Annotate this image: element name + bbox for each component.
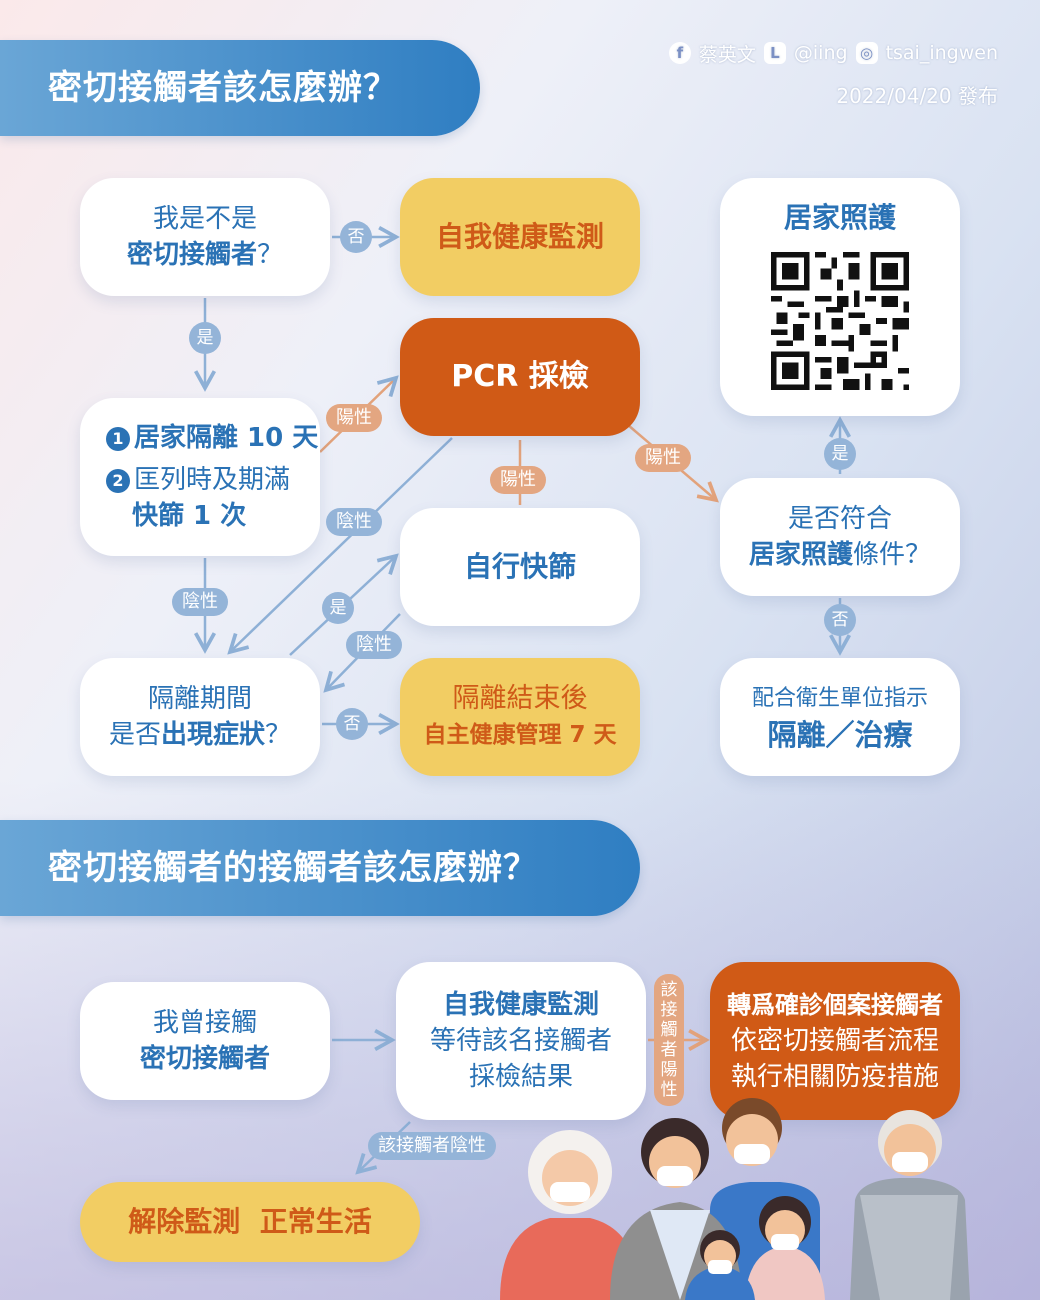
label-positive-1: 陽性 bbox=[326, 404, 382, 432]
label-negative-2: 陰性 bbox=[172, 588, 228, 616]
label-negative-3: 陰性 bbox=[346, 631, 402, 659]
box-home-care: 居家照護 bbox=[720, 178, 960, 416]
eligible-line-1: 是否符合 bbox=[787, 504, 892, 534]
grandpa-figure bbox=[850, 1110, 970, 1300]
line-id: @iing bbox=[793, 42, 848, 64]
box-convert: 轉爲確診個案接觸者 依密切接觸者流程 執行相關防疫措施 bbox=[710, 962, 960, 1120]
label-yes-3: 是 bbox=[824, 438, 856, 470]
convert-line-3: 執行相關防疫措施 bbox=[730, 1062, 939, 1092]
convert-line-1: 轉爲確診個案接觸者 bbox=[727, 991, 943, 1019]
follow-line-1: 配合衛生單位指示 bbox=[751, 686, 928, 711]
facebook-name: 蔡英文 bbox=[698, 43, 756, 66]
number-2-icon: 2 bbox=[106, 468, 130, 493]
box-i-contacted: 我曾接觸 密切接觸者 bbox=[80, 982, 330, 1100]
box-wait-result: 自我健康監測 等待該名接觸者 採檢結果 bbox=[396, 962, 646, 1120]
instagram-id: tsai_ingwen bbox=[885, 42, 998, 64]
boy-figure bbox=[685, 1230, 755, 1300]
facebook-icon: f bbox=[668, 42, 691, 64]
instagram-icon: ◎ bbox=[855, 42, 878, 64]
family-illustration bbox=[500, 1098, 970, 1300]
vlabel-char: 觸 bbox=[660, 1020, 678, 1040]
wait-line-3: 採檢結果 bbox=[468, 1062, 573, 1092]
symptoms-line-2c: ？ bbox=[265, 720, 292, 750]
contact-line-2: 密切接觸者 bbox=[139, 1044, 270, 1074]
self-test-text: 自行快篩 bbox=[463, 550, 576, 583]
wait-line-1: 自我健康監測 bbox=[442, 990, 599, 1020]
home-care-title: 居家照護 bbox=[783, 201, 896, 234]
convert-line-2: 依密切接觸者流程 bbox=[730, 1026, 939, 1056]
wait-line-2: 等待該名接觸者 bbox=[429, 1026, 612, 1056]
after-line-1: 隔離結束後 bbox=[452, 683, 588, 714]
girl-figure bbox=[745, 1196, 825, 1300]
symptoms-line-2a: 是否 bbox=[108, 720, 161, 750]
box-self-monitor: 自我健康監測 bbox=[400, 178, 640, 296]
label-yes-2: 是 bbox=[322, 592, 354, 624]
box-symptoms: 隔離期間 是否出現症狀？ bbox=[80, 658, 320, 776]
box-follow-instructions: 配合衛生單位指示 隔離／治療 bbox=[720, 658, 960, 776]
quarantine-item-2b: 快篩 1 次 bbox=[132, 501, 247, 531]
label-negative-1: 陰性 bbox=[326, 508, 382, 536]
title-1: 密切接觸者該怎麼辦？ bbox=[48, 68, 398, 108]
title-banner-2: 密切接觸者的接觸者該怎麼辦？ bbox=[0, 820, 640, 916]
number-1-icon: 1 bbox=[106, 426, 130, 451]
self-monitor-text: 自我健康監測 bbox=[435, 220, 604, 253]
label-no-3: 否 bbox=[824, 604, 856, 636]
vlabel-char: 接 bbox=[660, 1000, 678, 1020]
eligible-line-2a: 居家照護 bbox=[748, 540, 853, 570]
publish-date: 2022/04/20 發布 bbox=[836, 84, 998, 108]
box-after-quarantine: 隔離結束後 自主健康管理 7 天 bbox=[400, 658, 640, 776]
box-am-i-close-contact: 我是不是 密切接觸者？ bbox=[80, 178, 330, 296]
label-positive-2: 陽性 bbox=[490, 466, 546, 494]
q-line-2: 密切接觸者 bbox=[126, 240, 257, 270]
credits: f 蔡英文 L @iing ◎ tsai_ingwen 2022/04/20 發… bbox=[668, 38, 998, 109]
label-contact-negative: 該接觸者陰性 bbox=[368, 1132, 496, 1160]
quarantine-item-2a: 匡列時及期滿 bbox=[134, 465, 291, 495]
pcr-text: PCR 採檢 bbox=[451, 359, 589, 394]
box-self-test: 自行快篩 bbox=[400, 508, 640, 626]
box-eligible: 是否符合 居家照護條件？ bbox=[720, 478, 960, 596]
symptoms-line-2b: 出現症狀 bbox=[160, 720, 265, 750]
eligible-line-2b: 條件？ bbox=[853, 540, 932, 570]
qr-code-icon bbox=[771, 252, 909, 390]
line-icon: L bbox=[763, 42, 786, 64]
follow-line-2: 隔離／治療 bbox=[767, 718, 913, 752]
arrow-pcr-to-symptoms bbox=[230, 437, 453, 652]
title-banner-1: 密切接觸者該怎麼辦？ bbox=[0, 40, 480, 136]
label-no-1: 否 bbox=[340, 221, 372, 253]
after-line-2: 自主健康管理 7 天 bbox=[423, 722, 617, 748]
vlabel-char: 性 bbox=[660, 1080, 678, 1100]
vlabel-char: 者 bbox=[660, 1040, 678, 1060]
contact-line-1: 我曾接觸 bbox=[152, 1008, 257, 1038]
title-2: 密切接觸者的接觸者該怎麼辦？ bbox=[48, 848, 538, 888]
label-no-2: 否 bbox=[336, 708, 368, 740]
box-release: 解除監測 正常生活 bbox=[80, 1182, 420, 1262]
q-line-1: 我是不是 bbox=[152, 204, 257, 234]
release-text: 解除監測 正常生活 bbox=[128, 1205, 372, 1238]
vlabel-char: 陽 bbox=[660, 1060, 678, 1080]
box-pcr: PCR 採檢 bbox=[400, 318, 640, 436]
label-contact-positive: 該 接 觸 者 陽 性 bbox=[654, 974, 684, 1106]
label-yes-1: 是 bbox=[189, 322, 221, 354]
grandma-figure bbox=[500, 1130, 640, 1300]
quarantine-item-1: 居家隔離 10 天 bbox=[134, 423, 319, 453]
label-positive-3: 陽性 bbox=[635, 444, 691, 472]
symptoms-line-1: 隔離期間 bbox=[147, 684, 252, 714]
vlabel-char: 該 bbox=[660, 980, 678, 1000]
q-line-2-suffix: ？ bbox=[257, 240, 284, 270]
